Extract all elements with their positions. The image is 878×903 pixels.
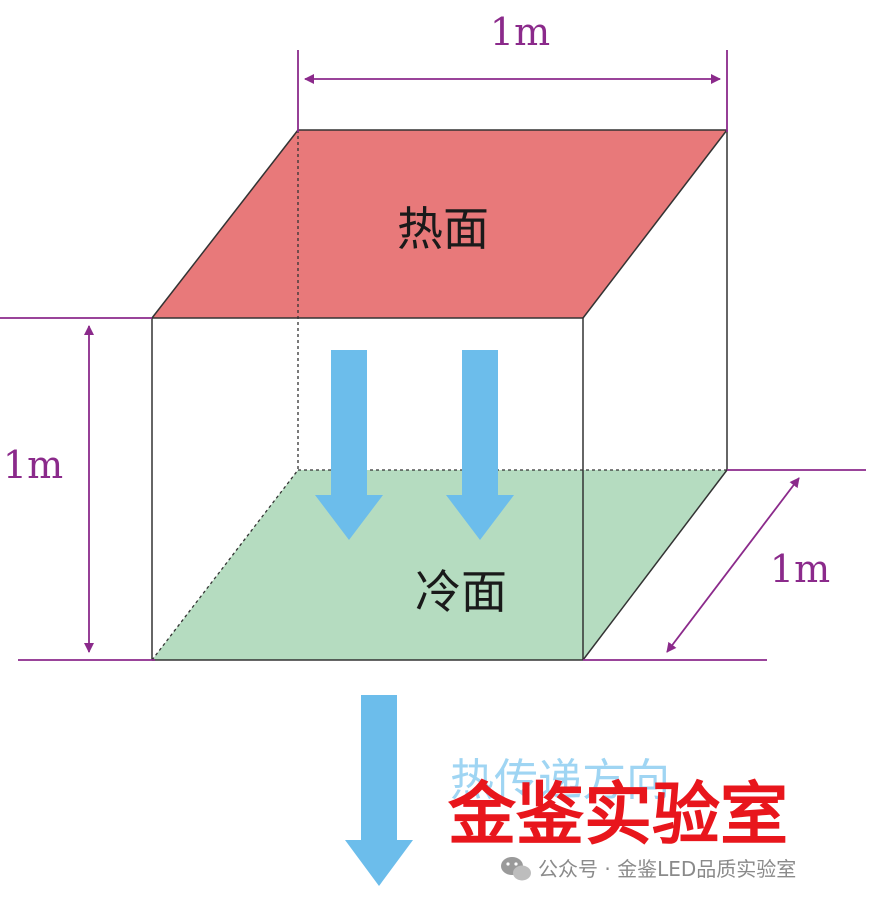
dimension-label-left: 1m	[3, 443, 63, 487]
hot-face	[152, 130, 727, 318]
hot-face-label: 热面	[397, 202, 489, 256]
cold-face-label: 冷面	[415, 565, 507, 619]
footer-account-label: 公众号 · 金鉴LED品质实验室	[538, 857, 796, 881]
heat-arrow-left	[315, 350, 383, 540]
wechat-icon	[501, 857, 531, 881]
watermark-text: 金鉴实验室	[447, 776, 788, 855]
heat-arrow-out	[345, 695, 413, 886]
dimension-lines	[0, 50, 866, 661]
heat-direction-label: 热传递方向	[450, 755, 670, 806]
hidden-edges	[151, 130, 727, 661]
dimension-label-depth: 1m	[770, 547, 830, 591]
dimension-label-top: 1m	[490, 10, 550, 54]
heat-arrow-right	[446, 350, 514, 540]
